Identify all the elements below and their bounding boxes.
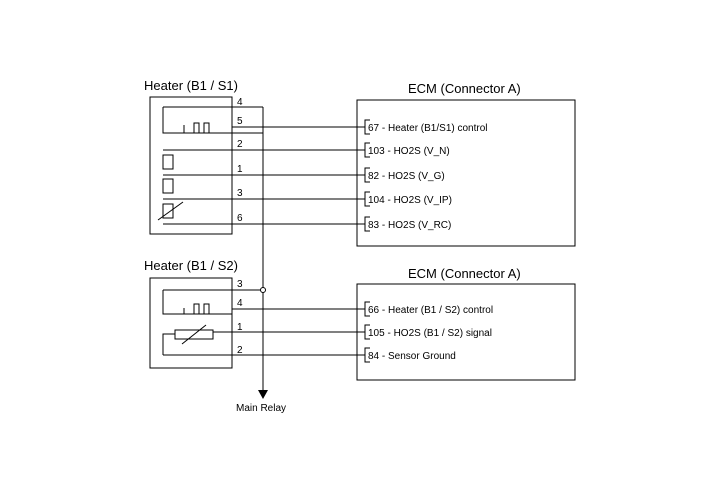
sensor1-cell-icon xyxy=(162,154,174,170)
ecm1-terminal-label: 82 - HO2S (V_G) xyxy=(368,171,445,182)
ecm2-title: ECM (Connector A) xyxy=(408,266,521,281)
ecm2-box xyxy=(356,283,576,381)
ecm2-terminal-label: 84 - Sensor Ground xyxy=(368,351,456,362)
junction-point xyxy=(260,287,266,293)
pin-number: 5 xyxy=(237,116,243,127)
ecm1-terminal-label: 103 - HO2S (V_N) xyxy=(368,146,450,157)
ecm1-terminal-label: 67 - Heater (B1/S1) control xyxy=(368,123,488,134)
ecm1-box xyxy=(356,99,576,247)
variable-resistor-arrow-icon xyxy=(181,324,207,345)
arrow-down-icon xyxy=(258,390,268,399)
ecm1-terminal-label: 104 - HO2S (V_IP) xyxy=(368,195,452,206)
ecm2-terminal-label: 66 - Heater (B1 / S2) control xyxy=(368,305,493,316)
sensor2-outer-box xyxy=(149,277,233,369)
sensor2-resistor-icon xyxy=(174,329,214,340)
ecm1-terminal-bracket xyxy=(364,119,370,135)
variable-resistor-arrow-icon xyxy=(157,201,184,221)
sensor1-outer-box xyxy=(149,96,233,235)
sensor1-resistor-icon xyxy=(162,203,174,219)
pin-number: 3 xyxy=(237,279,243,290)
ecm2-terminal-bracket xyxy=(364,301,370,317)
ecm1-terminal-bracket xyxy=(364,142,370,158)
ecm1-title: ECM (Connector A) xyxy=(408,81,521,96)
pin-number: 4 xyxy=(237,97,243,108)
pin-number: 3 xyxy=(237,188,243,199)
main-relay-label: Main Relay xyxy=(236,403,286,414)
pin-number: 4 xyxy=(237,298,243,309)
pin-number: 6 xyxy=(237,213,243,224)
ecm2-terminal-bracket xyxy=(364,324,370,340)
ecm1-terminal-bracket xyxy=(364,167,370,183)
pin-number: 1 xyxy=(237,164,243,175)
sensor2-heater-loop xyxy=(162,290,232,315)
sensor1-title: Heater (B1 / S1) xyxy=(144,78,238,93)
ecm1-terminal-bracket xyxy=(364,216,370,232)
pin-number: 1 xyxy=(237,322,243,333)
heater-element-icon xyxy=(183,122,232,134)
pin-number: 2 xyxy=(237,139,243,150)
sensor1-cell-icon xyxy=(162,178,174,194)
ecm1-terminal-label: 83 - HO2S (V_RC) xyxy=(368,220,451,231)
sensor1-inner-box xyxy=(162,107,263,134)
heater-element-icon xyxy=(183,303,210,315)
pin-number: 2 xyxy=(237,345,243,356)
ecm1-terminal-bracket xyxy=(364,191,370,207)
sensor2-title: Heater (B1 / S2) xyxy=(144,258,238,273)
sensor2-signal-loop xyxy=(162,333,175,355)
ecm2-terminal-bracket xyxy=(364,347,370,363)
ecm2-terminal-label: 105 - HO2S (B1 / S2) signal xyxy=(368,328,492,339)
